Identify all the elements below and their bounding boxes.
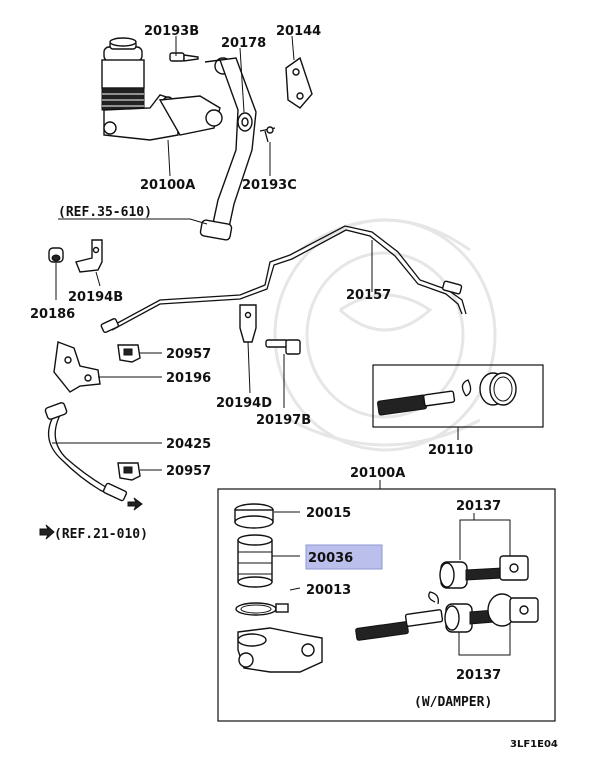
label-20957-upper: 20957 [166,347,211,362]
bracket-20196 [53,341,101,393]
repair-kit-20110-box [372,364,544,428]
label-20100a-top: 20100A [140,178,195,193]
label-20178: 20178 [221,36,266,51]
clip-20957-lower [117,462,141,481]
clutch-pipe-20157 [100,225,467,334]
label-20157: 20157 [346,288,391,303]
label-20144: 20144 [276,24,321,39]
clutch-pedal-arm [199,57,257,241]
diagram-code: 3LF1E04 [510,739,558,750]
watermark-emblem [273,218,497,452]
label-20193b: 20193B [144,24,199,39]
label-20137-top: 20137 [456,499,501,514]
label-20110: 20110 [428,443,473,458]
label-20197b: 20197B [256,413,311,428]
bracket-20194b [75,239,103,273]
label-20196: 20196 [166,371,211,386]
label-20425: 20425 [166,437,211,452]
label-20015: 20015 [306,506,351,521]
arrow-hose-end [127,497,143,511]
clip-20186 [48,247,64,263]
label-20194b: 20194B [68,290,123,305]
label-with-damper: (W/DAMPER) [414,695,492,710]
leader-lines [52,35,511,656]
bolt-20193b [169,52,199,62]
hose-20425 [44,402,128,502]
label-20036: 20036 [308,551,353,566]
label-ref-21-010: (REF.21-010) [54,527,148,542]
highlight-20036 [305,544,383,570]
label-20957-lower: 20957 [166,464,211,479]
label-20193c: 20193C [242,178,297,193]
bolt-20197b [265,339,301,355]
arrow-ref-21-010 [39,524,55,540]
clip-20957-upper [117,344,141,363]
master-cylinder-20100a-box [217,488,556,722]
label-20137-bottom: 20137 [456,668,501,683]
master-cylinder-assembly-top [101,37,223,141]
part-labels: 20193B 20178 20144 20100A 20193C (REF.35… [30,24,558,750]
label-20194d: 20194D [216,396,272,411]
label-20013: 20013 [306,583,351,598]
label-20186: 20186 [30,307,75,322]
label-ref-35-610: (REF.35-610) [58,205,152,220]
bracket-20194d [239,304,257,343]
label-20100a-box: 20100A [350,466,405,481]
washer-20178 [237,112,253,132]
pin-20193c [259,126,276,143]
gasket-20144 [285,56,313,109]
